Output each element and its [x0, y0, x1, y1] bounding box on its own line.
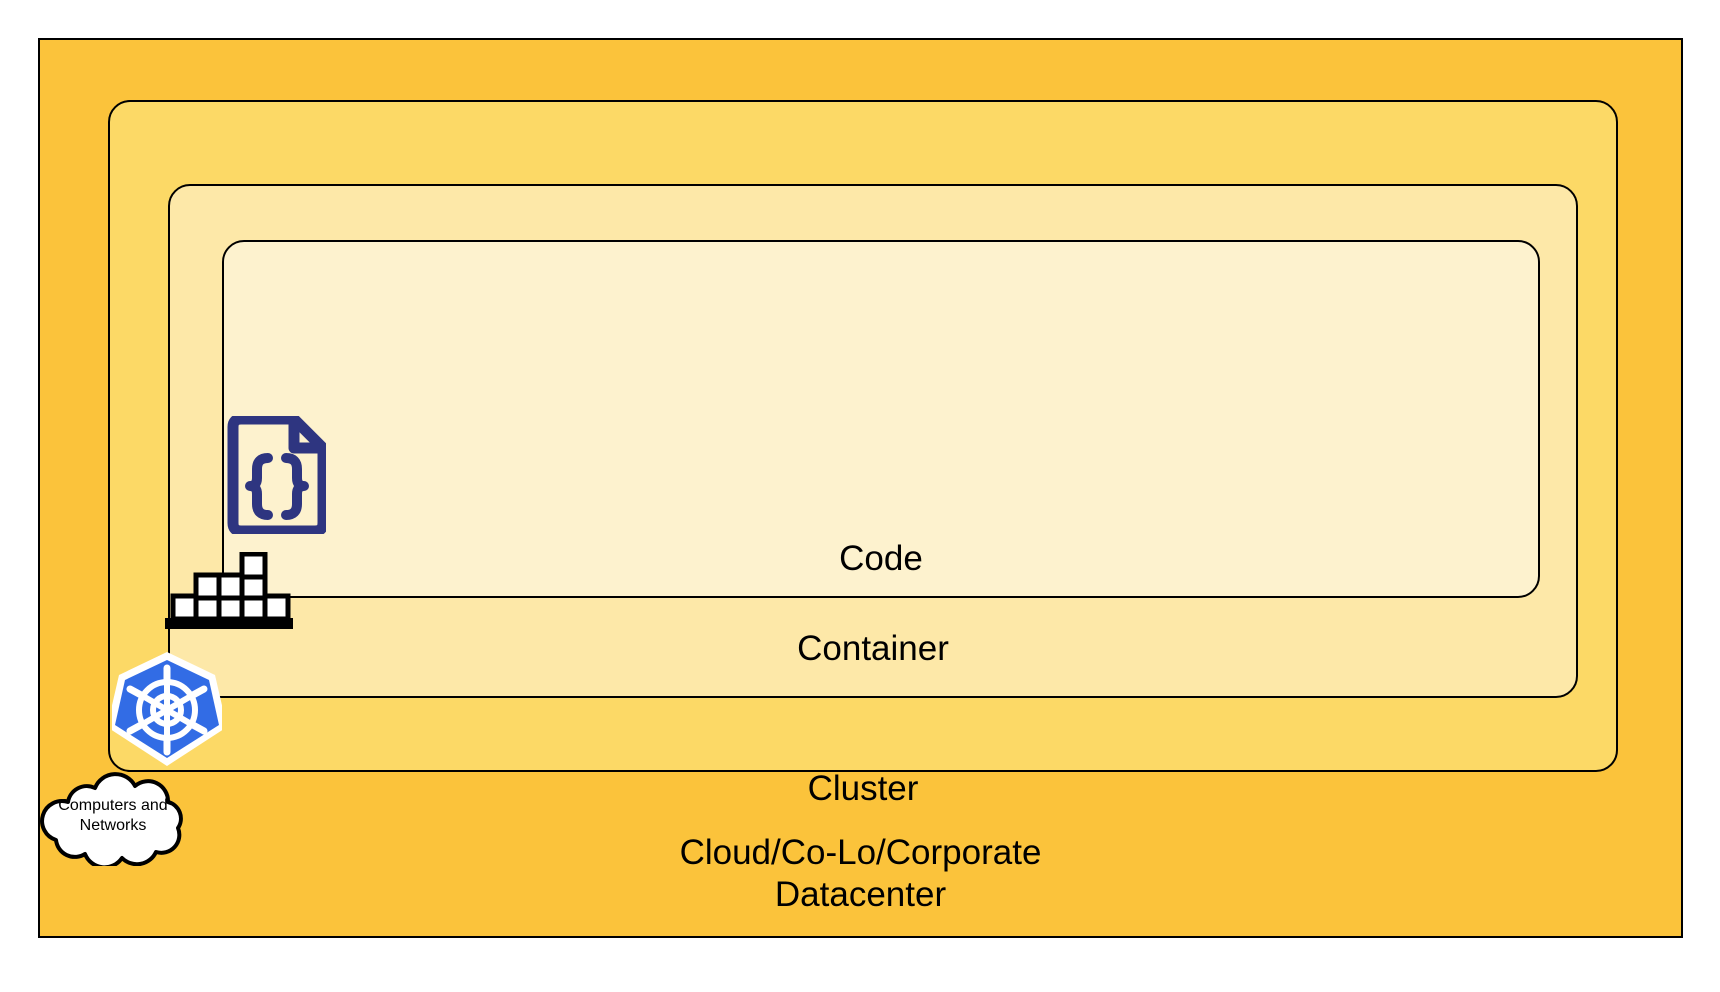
layer-code [222, 240, 1540, 598]
layer-label-container: Container [797, 629, 949, 668]
stacked-blocks-icon [164, 551, 294, 630]
layer-label-code: Code [839, 539, 923, 578]
layer-label-cluster: Cluster [807, 769, 919, 808]
kubernetes-helm-wheel-icon [107, 650, 227, 768]
layer-label-datacenter: Cloud/Co-Lo/Corporate Datacenter [679, 833, 1042, 914]
json-code-document-icon [222, 413, 329, 537]
